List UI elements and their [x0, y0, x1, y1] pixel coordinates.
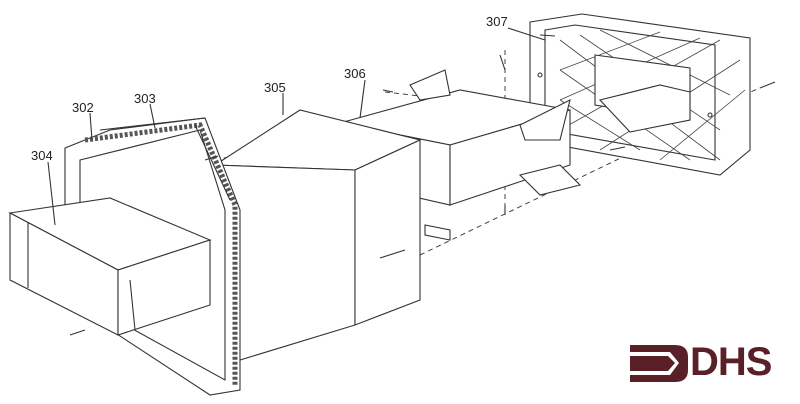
dhs-logo-arrow-icon — [630, 345, 688, 382]
part-307-mounting-frame — [529, 13, 751, 176]
label-305: 305 — [264, 80, 286, 95]
part-304-sleeve — [8, 197, 212, 336]
dhs-logo: DHS — [690, 340, 772, 384]
part-305-box — [213, 109, 422, 361]
label-307: 307 — [486, 14, 508, 29]
screws — [69, 34, 776, 336]
label-304: 304 — [31, 148, 53, 163]
label-306: 306 — [344, 66, 366, 81]
label-302: 302 — [72, 100, 94, 115]
label-303: 303 — [134, 91, 156, 106]
leader-lines — [47, 27, 546, 226]
part-302-rope-gasket — [84, 122, 238, 385]
